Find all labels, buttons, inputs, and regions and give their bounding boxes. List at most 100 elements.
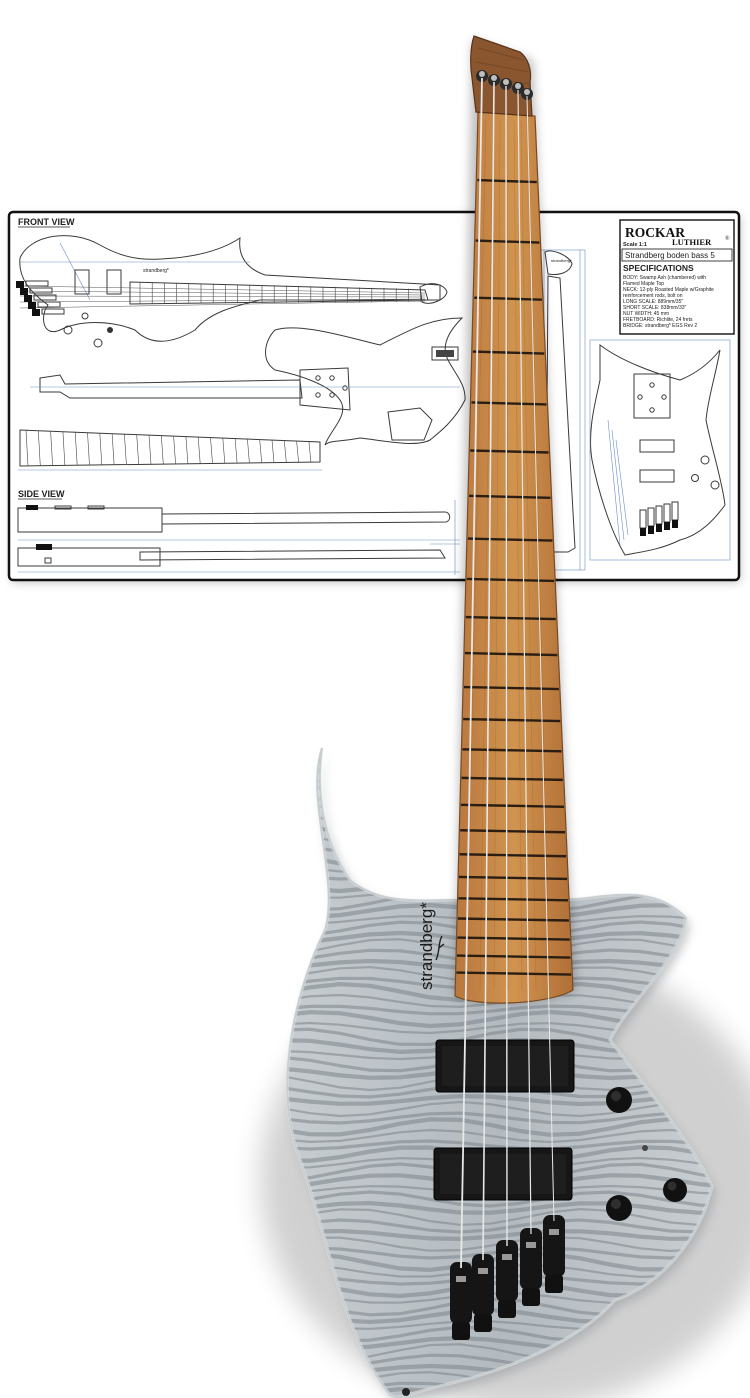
- title-spec-header: SPECIFICATIONS: [623, 263, 694, 273]
- neck-grain: [513, 119, 523, 991]
- flame-stripe: [287, 1218, 712, 1234]
- spec-line: NECK: 12-ply Roasted Maple w/Graphite: [623, 287, 714, 293]
- plan-fret: [111, 433, 115, 465]
- bridge-tuner: [450, 1262, 472, 1340]
- string: [505, 85, 508, 1247]
- side-view-label: SIDE VIEW: [18, 489, 65, 499]
- plan-fret: [87, 432, 90, 466]
- plan-front-neck: [16, 280, 448, 316]
- fret: [458, 897, 569, 902]
- neck-grain: [506, 119, 509, 991]
- plan-fret: [296, 440, 299, 463]
- tone-knob: [606, 1195, 632, 1221]
- front-view-label: FRONT VIEW: [18, 217, 75, 227]
- neck-grain: [527, 119, 551, 991]
- fret: [457, 936, 570, 941]
- blend-knob: [663, 1178, 687, 1202]
- neck-grain: [520, 119, 537, 991]
- plan-fret: [271, 439, 275, 463]
- spec-line: SHORT SCALE: 838mm/33": [623, 305, 687, 311]
- plan-fret: [124, 433, 127, 465]
- signature-mark: [435, 935, 445, 961]
- strings: [460, 77, 555, 1269]
- switch-screw: [642, 1145, 648, 1151]
- neck-grain: [479, 119, 494, 991]
- plan-back-body: [265, 317, 466, 446]
- headpiece: [470, 35, 533, 117]
- fret: [464, 651, 558, 657]
- plan-right-bridge: [639, 501, 679, 536]
- plan-fretboard: [18, 429, 322, 471]
- guitar: strandberg*: [260, 35, 750, 1398]
- volume-knob: [606, 1087, 632, 1113]
- flame-stripe: [287, 1190, 712, 1208]
- string: [526, 95, 555, 1222]
- plan-body-logo: strandberg*: [143, 268, 169, 274]
- string-retainers: [476, 70, 533, 100]
- fret: [466, 577, 555, 583]
- plan-fret: [210, 437, 213, 464]
- plan-title-block: ROCKAR LUTHIER ® Scale 1:1 Strandberg bo…: [619, 219, 735, 335]
- string: [517, 89, 532, 1235]
- plan-sheet: FRONT VIEW strandberg*: [7, 210, 741, 582]
- flame-stripe: [287, 1200, 712, 1215]
- string: [482, 81, 495, 1261]
- plan-fret: [247, 438, 250, 463]
- fret: [475, 239, 540, 244]
- plan-fret: [38, 430, 41, 466]
- fret: [458, 875, 568, 881]
- plan-fret: [50, 430, 53, 466]
- plan-fret: [284, 440, 287, 463]
- spec-line: FRETBOARD: Richlite, 24 frets: [623, 317, 693, 323]
- plan-fret: [25, 429, 29, 467]
- plan-fret: [173, 435, 176, 464]
- title-brand-line1: ROCKAR: [625, 225, 685, 240]
- fret: [463, 717, 561, 723]
- plan-fret: [222, 437, 226, 464]
- fret: [456, 971, 572, 976]
- fret: [457, 917, 569, 922]
- spec-line: NUT WIDTH: 45 mm: [623, 311, 669, 317]
- flame-stripe: [287, 1093, 712, 1107]
- title-brand-line2: LUTHIER: [672, 237, 712, 247]
- flame-stripe: [287, 1128, 712, 1144]
- spec-line: BRIDGE: strandberg* EGS Rev 2: [623, 323, 697, 329]
- string: [460, 77, 483, 1269]
- fret: [472, 350, 545, 355]
- flame-stripe: [287, 1111, 712, 1125]
- bridge-tuner: [496, 1240, 518, 1318]
- neck-grain: [493, 119, 501, 991]
- title-registered: ®: [725, 235, 730, 242]
- plan-fret: [148, 434, 152, 465]
- body-logo: strandberg*: [417, 902, 436, 990]
- plan-front-body: strandberg*: [19, 235, 441, 348]
- flame-stripe: [287, 1228, 712, 1242]
- fret: [474, 296, 542, 301]
- flame-stripe: [287, 1236, 712, 1253]
- flame-stripe: [287, 1246, 712, 1260]
- flame-stripe: [287, 1207, 712, 1227]
- fret: [460, 803, 564, 809]
- spec-line: LONG SCALE: 889mm/35": [623, 299, 683, 305]
- plan-fret: [259, 439, 262, 463]
- flame-stripe: [287, 1139, 712, 1151]
- fret: [467, 537, 553, 542]
- bridge-tuner: [543, 1215, 565, 1293]
- neck-pickup: [435, 1039, 575, 1093]
- plan-fret: [161, 435, 164, 465]
- frets: [456, 178, 572, 976]
- fret: [477, 178, 537, 184]
- title-model: Strandberg boden bass 5: [625, 251, 715, 260]
- fret: [465, 615, 556, 621]
- flame-stripe: [287, 1100, 712, 1118]
- plan-fret: [308, 441, 312, 463]
- plan-tuners: [16, 280, 65, 316]
- plan-fret: [74, 431, 78, 466]
- plan-fret: [136, 434, 139, 465]
- plan-fret: [197, 436, 201, 464]
- fret: [462, 748, 562, 753]
- plan-fret: [99, 432, 103, 465]
- bridge-tuner: [472, 1254, 494, 1332]
- fret: [459, 853, 567, 858]
